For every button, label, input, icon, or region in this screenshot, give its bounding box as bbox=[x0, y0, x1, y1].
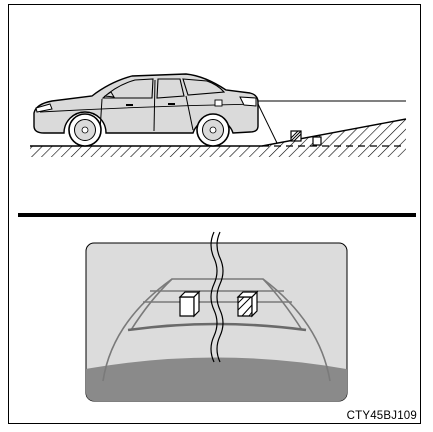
figure-code-label: CTY45BJ109 bbox=[347, 410, 417, 422]
side-view-scene bbox=[30, 74, 406, 157]
screen-bumper bbox=[80, 358, 352, 406]
car-rear-window bbox=[183, 79, 224, 95]
section-divider bbox=[18, 213, 416, 217]
car-side-view bbox=[34, 74, 258, 146]
screen-object-left bbox=[180, 292, 199, 316]
obstacle-near bbox=[291, 131, 301, 141]
car-middle-window bbox=[157, 79, 184, 98]
car-front-wheel bbox=[69, 114, 101, 146]
car-rear-wheel bbox=[197, 114, 229, 146]
camera-screen bbox=[80, 232, 352, 405]
screen-object-right bbox=[238, 292, 257, 316]
ground-hatch bbox=[30, 146, 262, 157]
obstacle-far bbox=[313, 137, 321, 145]
camera-sight-line-down bbox=[258, 104, 277, 143]
slope-hatch bbox=[262, 119, 406, 157]
